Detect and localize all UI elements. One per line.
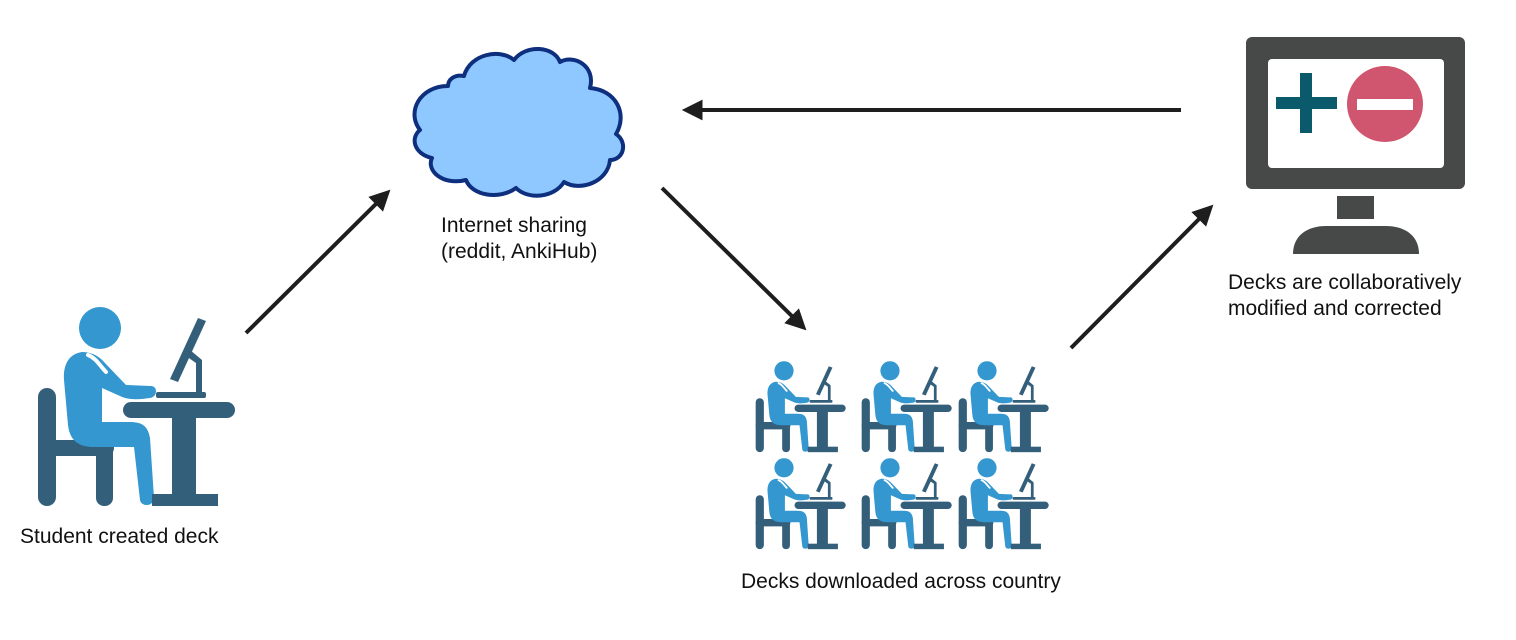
minus-circle-icon bbox=[1347, 66, 1423, 142]
student-at-desk-icon bbox=[957, 360, 1050, 454]
student-label: Student created deck bbox=[20, 525, 219, 548]
cloud-label-line2: (reddit, AnkiHub) bbox=[441, 240, 598, 263]
cloud-label-line1: Internet sharing bbox=[441, 214, 587, 237]
arrow-downloads-to-collab bbox=[1069, 204, 1214, 350]
arrow-student-to-cloud bbox=[244, 189, 391, 335]
student-at-desk-icon bbox=[754, 457, 847, 551]
downloads-label: Decks downloaded across country bbox=[741, 570, 1061, 593]
collab-label-line1: Decks are collaboratively bbox=[1228, 271, 1462, 294]
student-at-desk-icon bbox=[36, 305, 237, 508]
cloud-icon bbox=[412, 46, 626, 198]
arrow-cloud-to-downloads bbox=[660, 186, 807, 331]
monitor-plus-minus-icon bbox=[1246, 37, 1465, 254]
student-at-desk-icon bbox=[860, 457, 953, 551]
monitor-neck bbox=[1337, 196, 1374, 219]
collab-label-line2: modified and corrected bbox=[1228, 297, 1442, 320]
student-at-desk-icon bbox=[957, 457, 1050, 551]
student-at-desk-icon bbox=[860, 360, 953, 454]
monitor-base bbox=[1293, 226, 1419, 254]
student-at-desk-icon bbox=[754, 360, 847, 454]
plus-icon bbox=[1276, 73, 1337, 133]
